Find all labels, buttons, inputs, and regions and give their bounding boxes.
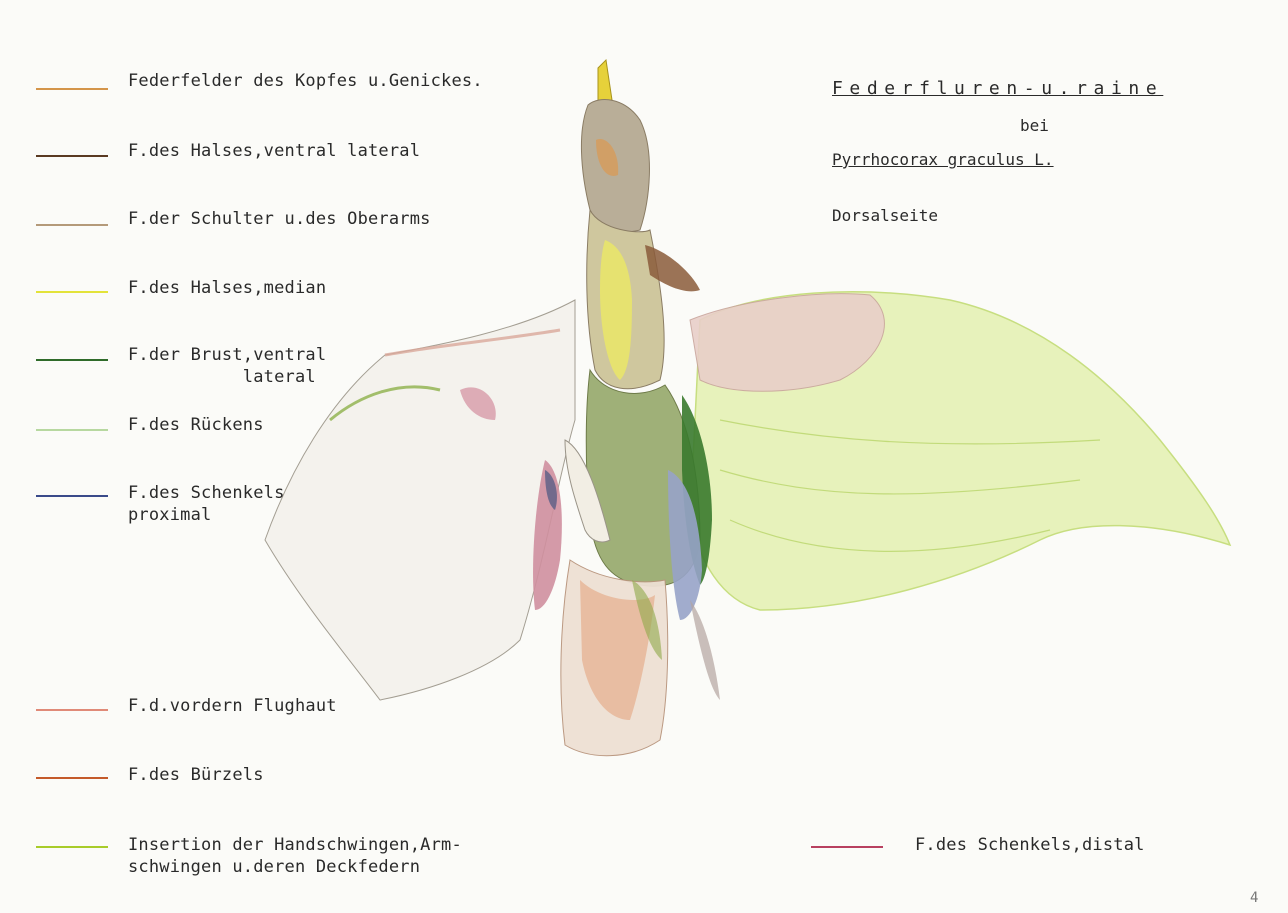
legend-swatch [36,291,108,293]
legend-label: F.d.vordern Flughaut [128,695,337,717]
legend-label: F.des Halses,median [128,277,326,299]
legend-swatch [36,846,108,848]
legend-label: F.des Schenkels,distal [915,834,1145,856]
legend-label: F.des Bürzels [128,764,264,786]
legend-swatch [811,846,883,848]
title-connector: bei [1020,116,1049,135]
legend-label: F.des Halses,ventral lateral [128,140,420,162]
plate-title: Federfluren-u.raine [832,78,1272,99]
legend-swatch [36,495,108,497]
legend-label: Insertion der Handschwingen,Arm- schwing… [128,834,462,878]
title-block: Federfluren-u.raine bei Pyrrhocorax grac… [832,78,1272,99]
head-beak [598,60,612,102]
species-name: Pyrrhocorax graculus L. [832,150,1054,169]
legend-label: Federfelder des Kopfes u.Genickes. [128,70,483,92]
legend-swatch [36,155,108,157]
legend-swatch [36,709,108,711]
legend-label: F.der Schulter u.des Oberarms [128,208,431,230]
legend-swatch [36,88,108,90]
tail-right-streak [690,600,720,700]
legend-swatch [36,429,108,431]
legend-swatch [36,777,108,779]
page-number: 4 [1250,890,1258,906]
view-label: Dorsalseite [832,206,938,225]
legend-label: F.der Brust,ventral lateral [128,344,326,388]
legend-swatch [36,224,108,226]
legend-swatch [36,359,108,361]
legend-label: F.des Schenkels proximal [128,482,285,526]
legend-label: F.des Rückens [128,414,264,436]
